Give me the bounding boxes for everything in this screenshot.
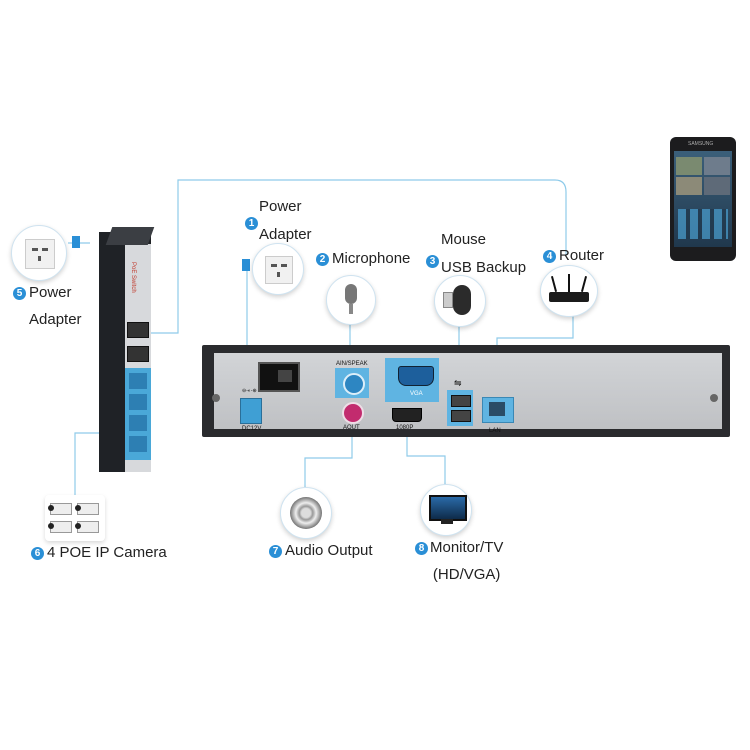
mouse-icon xyxy=(434,275,486,327)
camera-group-icon xyxy=(45,495,105,541)
plug-shape-2 xyxy=(242,259,250,271)
uplink-line xyxy=(150,179,567,334)
dc-jack xyxy=(240,398,262,424)
hdmi-port xyxy=(392,408,422,422)
badge-7: 7 xyxy=(269,545,282,558)
poe-port xyxy=(129,394,147,410)
dc-label: DC12V xyxy=(242,426,262,432)
power-adapter-nvr-icon xyxy=(252,243,304,295)
speaker-icon xyxy=(280,487,332,539)
usb-backup-label: 3 Mouse USB Backup xyxy=(426,226,526,282)
power-adapter-nvr-label: 1 Power Adapter xyxy=(245,193,312,249)
badge-4: 4 xyxy=(543,250,556,263)
hdmi-label: 1080P xyxy=(396,425,414,431)
switch-title: PoE Switch xyxy=(130,262,136,293)
phone-brand: SAMSUNG xyxy=(688,141,714,147)
screw xyxy=(710,394,718,402)
dc-polarity: ⊖-◐-⊕ xyxy=(242,388,257,394)
usb-icon: ⇋ xyxy=(454,378,462,388)
ain-jack xyxy=(343,373,365,395)
microphone-icon xyxy=(326,275,376,325)
badge-8: 8 xyxy=(415,542,428,555)
lan-label: LAN xyxy=(489,428,501,434)
poe-port xyxy=(129,415,147,431)
aout-label: AOUT xyxy=(343,425,360,431)
badge-2: 2 xyxy=(316,253,329,266)
poe-port xyxy=(129,436,147,452)
uplink-port xyxy=(127,322,149,338)
badge-3: 3 xyxy=(426,255,439,268)
badge-6: 6 xyxy=(31,547,44,560)
switch-top xyxy=(105,227,155,245)
router-icon xyxy=(540,265,598,317)
badge-5: 5 xyxy=(13,287,26,300)
smartphone: SAMSUNG xyxy=(670,137,736,261)
screw xyxy=(212,394,220,402)
power-adapter-switch-icon xyxy=(11,225,67,281)
uplink-port xyxy=(127,346,149,362)
vga-label: VGA xyxy=(410,391,423,397)
monitor-icon xyxy=(420,484,472,536)
badge-1: 1 xyxy=(245,217,258,230)
usb-port xyxy=(451,410,471,422)
poe-port xyxy=(129,373,147,389)
aout-line xyxy=(304,420,353,487)
rocker-switch xyxy=(258,362,300,392)
monitor-line xyxy=(406,430,446,485)
aout-jack xyxy=(342,402,364,424)
plug-shape xyxy=(72,236,80,248)
monitor-label: 8 Monitor/TV (HD/VGA) xyxy=(415,539,503,588)
usb-port xyxy=(451,395,471,407)
vga-port xyxy=(398,366,434,386)
phone-screen xyxy=(674,151,732,247)
ain-label: AIN/SPEAK xyxy=(336,361,368,367)
